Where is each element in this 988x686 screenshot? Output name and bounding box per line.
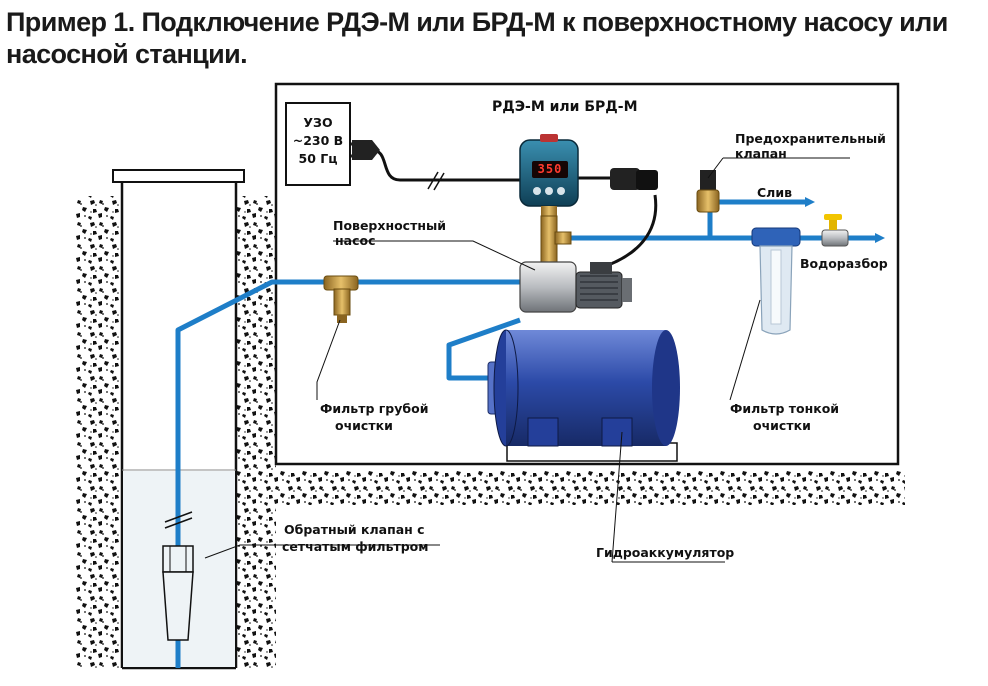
safety-valve-label-1: Предохранительный	[735, 131, 886, 146]
leader-pump	[333, 240, 536, 271]
surface-pump-label-1: Поверхностный	[333, 218, 447, 233]
fine-filter-label-1: Фильтр тонкой	[730, 401, 840, 416]
pump-icon	[519, 261, 632, 313]
leader-coarse-filter	[316, 319, 341, 400]
water-outlet-label: Водоразбор	[800, 256, 888, 271]
check-valve-label-2: сетчатым фильтром	[282, 539, 429, 554]
coarse-filter-icon	[323, 275, 359, 323]
coarse-filter-label-2: очистки	[335, 418, 393, 433]
page-title: Пример 1. Подключение РДЭ-М или БРД-М к …	[6, 7, 948, 69]
accumulator-label: Гидроаккумулятор	[596, 545, 735, 560]
relay-label: РДЭ-М или БРД-М	[492, 99, 638, 115]
leader-accumulator-tail	[611, 431, 623, 563]
suction-pipe	[175, 279, 525, 668]
uzo-frequency: 50 Гц	[298, 151, 338, 166]
check-valve-icon	[162, 545, 194, 641]
uzo-box: УЗО ~230 В 50 Гц	[285, 102, 351, 186]
fine-filter-label-2: очистки	[753, 418, 811, 433]
brass-tee-icon	[540, 215, 572, 263]
leader-lines	[204, 157, 850, 563]
leader-fine-filter	[729, 299, 761, 401]
socket-plug-icon	[610, 168, 658, 190]
soil-area	[75, 196, 905, 668]
drain-label: Слив	[757, 185, 792, 200]
leader-check-valve	[204, 544, 440, 559]
ball-valve-icon	[821, 214, 849, 247]
uzo-label: УЗО	[303, 115, 333, 130]
uzo-voltage: ~230 В	[292, 133, 344, 148]
fine-filter-icon	[751, 227, 801, 335]
safety-valve-label-2: клапан	[735, 146, 787, 161]
leader-safety-valve-tail	[707, 157, 724, 179]
surface-pump-label-2: насос	[335, 233, 376, 248]
safety-valve-icon	[696, 170, 720, 213]
coarse-filter-label-1: Фильтр грубой	[320, 401, 429, 416]
relay-display: 350	[532, 161, 568, 178]
check-valve-label-1: Обратный клапан с	[284, 522, 425, 537]
tank-icon	[487, 329, 680, 447]
tank-pipe	[446, 317, 521, 381]
